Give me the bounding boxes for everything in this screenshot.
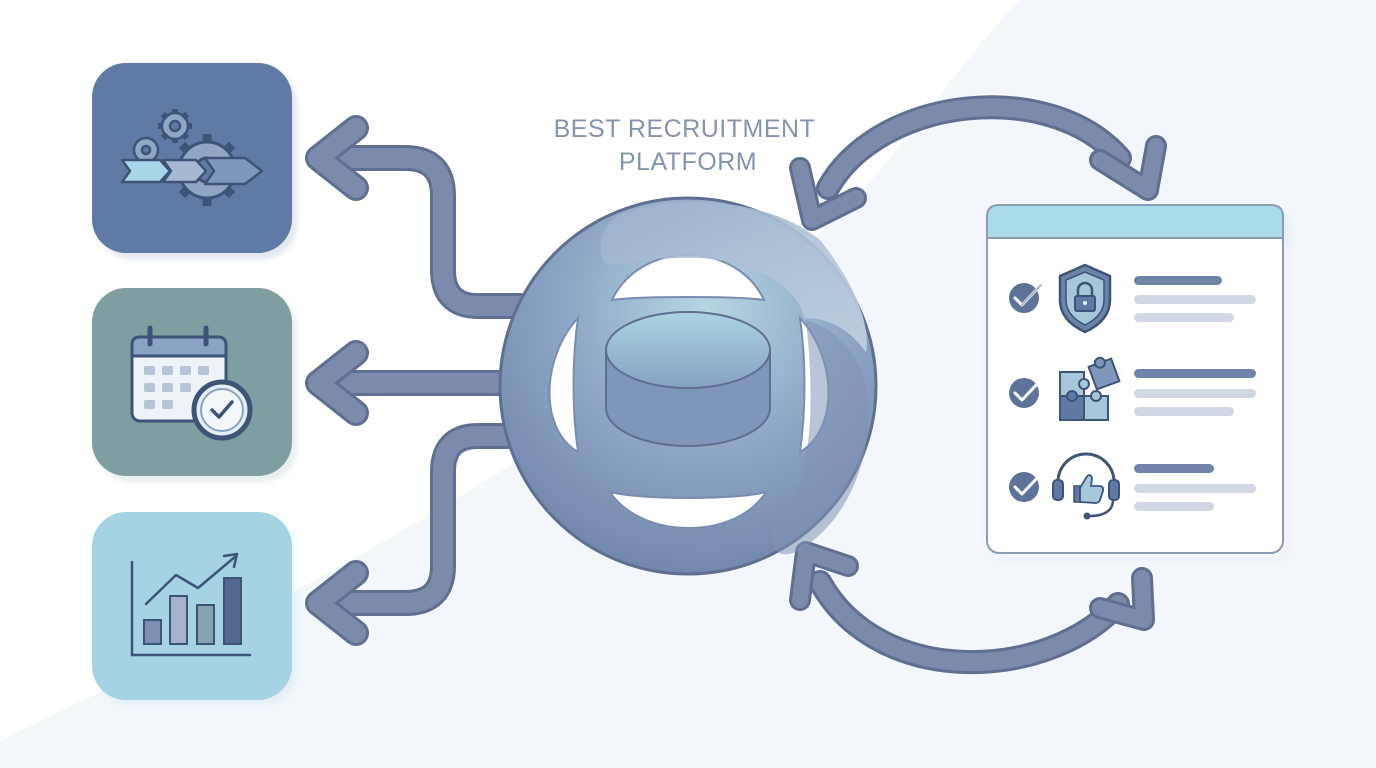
row-3-lines [1134,464,1256,511]
bottom-bidirectional-arrow [789,541,1155,674]
title-line-1: BEST RECRUITMENT [554,115,815,143]
check-circle-icon [1009,472,1043,502]
analytics-tile [92,512,292,700]
automation-tile [92,63,292,253]
shield-lock-icon [1058,263,1112,334]
panel-row-integration [1009,356,1256,421]
benefits-panel [986,204,1284,554]
diagram-title: BEST RECRUITMENT PLATFORM [554,115,823,176]
check-circle-icon [1009,378,1043,408]
arrow-to-scheduling [305,340,533,426]
scheduling-tile [92,288,292,476]
ring-hub-icon [498,196,878,576]
row-1-lines [1134,276,1256,322]
panel-row-security [1009,263,1256,334]
arrow-to-automation [305,115,533,319]
arrow-to-analytics [305,423,533,646]
row-2-lines [1134,369,1256,416]
title-line-2: PLATFORM [619,148,757,176]
calendar-clock-icon [130,325,253,441]
gears-arrows-icon [120,109,264,206]
check-circle-icon [1009,283,1043,313]
top-bidirectional-arrow [789,95,1167,231]
puzzle-icon [1059,356,1121,421]
right-arrows [789,95,1167,674]
headset-thumbs-up-icon [1052,452,1120,520]
left-arrows [305,115,533,646]
bar-chart-growth-icon [130,552,252,657]
panel-row-support [1009,452,1256,520]
